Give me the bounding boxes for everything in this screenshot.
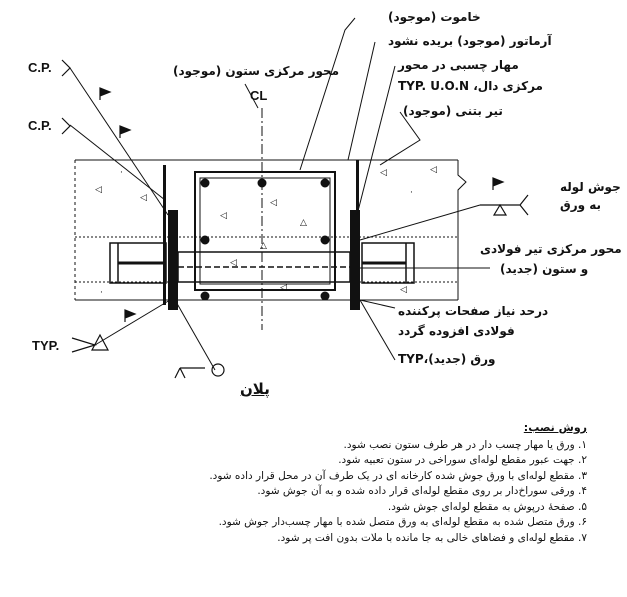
svg-text:◁: ◁ bbox=[430, 165, 437, 175]
svg-text:◁: ◁ bbox=[270, 198, 277, 208]
label-existing-concrete-beam: تیر بتنی (موجود) bbox=[403, 104, 503, 118]
notes-title: روش نصب: bbox=[523, 421, 587, 434]
label-to-plate: به ورق bbox=[560, 198, 602, 212]
svg-text:◁: ◁ bbox=[280, 283, 287, 293]
svg-text:·: · bbox=[410, 188, 413, 198]
existing-column bbox=[194, 171, 336, 301]
label-cp-top: C.P. bbox=[28, 60, 52, 75]
leader-lines bbox=[69, 17, 490, 371]
label-center-line: CL bbox=[250, 88, 268, 103]
label-cut-rebar: آرماتور (موجود) بریده نشود bbox=[388, 34, 552, 48]
note-item: ۲. جهت عبور مقطع لوله‌ای سوراخی در ستون … bbox=[338, 454, 587, 466]
pipe-section bbox=[177, 251, 351, 283]
label-new-plate: ورق (جدید)،TYP bbox=[398, 352, 496, 366]
plan-caption: پلان bbox=[240, 380, 270, 398]
svg-text:◁: ◁ bbox=[230, 258, 237, 268]
note-item: ۵. صفحهٔ درپوش به مقطع لوله‌ای جوش شود. bbox=[387, 500, 587, 513]
label-pipe-weld: جوش لوله bbox=[560, 180, 621, 194]
installation-notes: روش نصب: ۱. ورق یا مهار چسب دار در هر طر… bbox=[87, 420, 587, 546]
note-item: ۴. ورقی سوراخ‌دار بر روی مقطع لوله‌ای قر… bbox=[257, 485, 587, 497]
label-new-steel-axis-2: و ستون (جدید) bbox=[500, 262, 589, 276]
svg-text:◁: ◁ bbox=[95, 185, 102, 195]
label-adhesive-anchor: مهار چسبی در محور bbox=[398, 58, 519, 72]
label-cp-mid: C.P. bbox=[28, 118, 52, 133]
svg-text:·: · bbox=[100, 288, 103, 298]
new-plates bbox=[163, 160, 360, 310]
label-grout-2: فولادی افزوده گردد bbox=[398, 324, 515, 338]
label-typ: TYP. bbox=[32, 338, 60, 353]
label-new-steel-axis-1: محور مرکزی تیر فولادی bbox=[480, 242, 622, 256]
weld-symbols bbox=[61, 59, 529, 379]
svg-text:△: △ bbox=[300, 218, 307, 228]
label-grout-1: درحد نیاز صفحات پرکننده bbox=[398, 304, 549, 318]
svg-text:◁: ◁ bbox=[380, 168, 387, 178]
svg-text:△: △ bbox=[260, 241, 267, 251]
svg-text:◁: ◁ bbox=[400, 285, 407, 295]
label-existing-column-axis: محور مرکزی ستون (موجود) bbox=[173, 64, 340, 78]
note-item: ۱. ورق یا مهار چسب دار در هر طرف ستون نص… bbox=[343, 438, 587, 451]
svg-text:·: · bbox=[120, 168, 123, 178]
plan-detail-drawing: ◁ · ◁ ◁ ◁ △ ◁ · ◁ ◁ ◁ △ · ◁ bbox=[61, 17, 529, 379]
svg-text:◁: ◁ bbox=[220, 211, 227, 221]
label-existing-shotcrete: خاموت (موجود) bbox=[388, 10, 481, 24]
svg-text:◁: ◁ bbox=[140, 193, 147, 203]
existing-slab bbox=[74, 159, 467, 301]
note-item: ۶. ورق متصل شده به مقطع لوله‌ای به ورق م… bbox=[218, 516, 587, 528]
label-slab-axis: مرکزی دال، TYP. U.O.N bbox=[398, 79, 543, 93]
note-item: ۷. مقطع لوله‌ای و فضاهای خالی به جا ماند… bbox=[277, 531, 587, 544]
note-item: ۳. مقطع لوله‌ای با ورق جوش شده کارخانه ا… bbox=[209, 469, 587, 482]
concrete-hatch: ◁ · ◁ ◁ ◁ △ ◁ · ◁ ◁ ◁ △ · ◁ bbox=[95, 165, 437, 298]
